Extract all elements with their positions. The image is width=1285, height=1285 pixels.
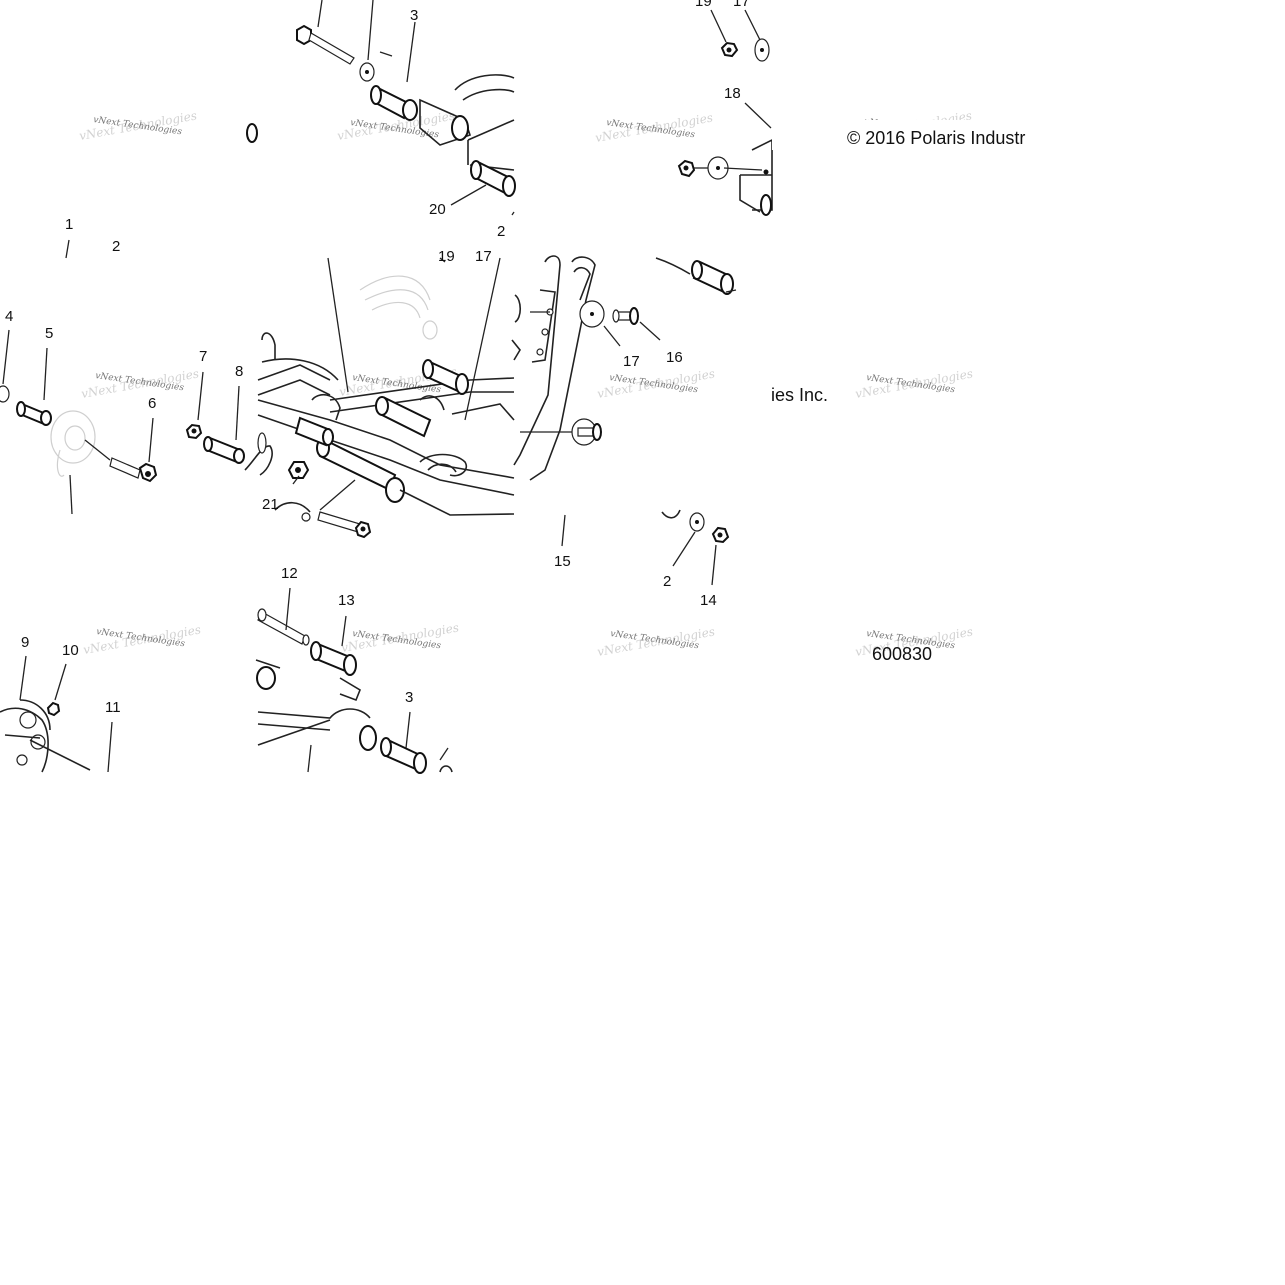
callout-1: 1 — [65, 216, 73, 233]
bushing-part — [470, 160, 516, 197]
washer-part — [359, 0, 375, 82]
callout-20: 20 — [429, 201, 446, 218]
tile-pivot-hardware — [0, 239, 158, 515]
callout-3: 3 — [410, 7, 418, 24]
copyright-text: © 2016 Polaris Industr — [847, 128, 1025, 148]
callout-19: 19 — [695, 0, 712, 10]
tile-frame-assembly — [244, 257, 515, 539]
callout-19: 19 — [438, 248, 455, 265]
callout-8: 8 — [235, 363, 243, 380]
callout-16: 16 — [666, 349, 683, 366]
tile-lower-arm — [255, 587, 453, 774]
tile-nut-spacer — [185, 371, 245, 464]
callout-18: 18 — [724, 85, 741, 102]
tile-shock-mount — [677, 9, 773, 216]
callout-4: 4 — [5, 308, 13, 325]
callout-14: 14 — [700, 592, 717, 609]
copyright-text: ies Inc. — [771, 385, 828, 405]
callout-5: 5 — [45, 325, 53, 342]
callout-17: 17 — [623, 353, 640, 370]
tile-upper-arm-bushings — [296, 0, 516, 216]
callout-11: 11 — [105, 699, 121, 716]
callout-3: 3 — [405, 689, 413, 706]
callout-15: 15 — [554, 553, 571, 570]
callout-10: 10 — [62, 642, 79, 659]
bolt-part — [296, 0, 355, 65]
callout-17: 17 — [733, 0, 750, 10]
callout-17: 17 — [475, 248, 492, 265]
tile-edge-fragment — [246, 123, 258, 143]
callout-13: 13 — [338, 592, 355, 609]
bushing-part — [370, 21, 418, 121]
callout-2: 2 — [497, 223, 505, 240]
callout-21: 21 — [262, 496, 279, 513]
title-block: © 2016 Polaris Industr ies Inc. 600830 — [771, 120, 1028, 664]
tile-steering-bracket — [511, 255, 737, 586]
part-number: 600830 — [872, 644, 932, 664]
callout-2: 2 — [663, 573, 671, 590]
callout-7: 7 — [199, 348, 207, 365]
callout-6: 6 — [148, 395, 156, 412]
callout-9: 9 — [21, 634, 29, 651]
tile-idler-wheel — [0, 655, 113, 773]
watermark-layer: vNext Technologies vNext Technologies vN… — [78, 108, 974, 658]
callout-2: 2 — [112, 238, 120, 255]
callout-labels: 1 2 2 2 3 3 4 5 6 7 8 9 10 11 12 13 14 1… — [5, 0, 750, 716]
callout-12: 12 — [281, 565, 298, 582]
